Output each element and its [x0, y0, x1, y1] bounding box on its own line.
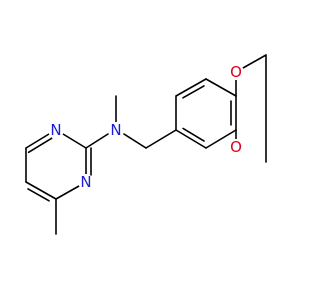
atom-label-n-amine: N [110, 121, 121, 139]
atom-o-top: O [228, 63, 244, 81]
bond-c5-c4 [25, 181, 57, 200]
bond-namine-ch2 [123, 133, 147, 149]
atom-n-ring-bottom: N [78, 173, 94, 191]
bond-c4-n3 [55, 185, 80, 200]
bond-otop-ch2a [242, 54, 267, 69]
bond-n1-c6-inner [27, 137, 53, 154]
bond-ar5-ar6 [205, 129, 237, 149]
bond-ch2-aryl [145, 129, 177, 149]
bond-c2-n1 [62, 133, 87, 149]
atom-label-o-top: O [230, 63, 242, 81]
bond-c2-namine [85, 133, 109, 149]
bond-ar2-ar3 [175, 78, 207, 97]
atom-o-bottom: O [228, 138, 244, 156]
bond-c5-c4-inner [27, 188, 50, 202]
bond-ar6-ar1 [175, 129, 207, 149]
atom-label-n-ring-bottom: N [80, 173, 91, 191]
bond-ar3-ar4 [205, 78, 237, 97]
atom-label-o-bottom: O [230, 138, 242, 156]
bonds-layer [25, 54, 267, 235]
bond-ar2-ar3-inner [182, 85, 205, 99]
atom-labels-layer: N N N O O [48, 63, 244, 191]
atom-n-amine: N [108, 121, 124, 139]
bond-ar6-ar1-inner [182, 127, 205, 142]
bond-n1-c6 [25, 133, 50, 149]
molecule-structure: N N N O O [25, 54, 267, 235]
atom-n-ring-top: N [48, 121, 64, 139]
atom-label-n-ring-top: N [50, 121, 61, 139]
